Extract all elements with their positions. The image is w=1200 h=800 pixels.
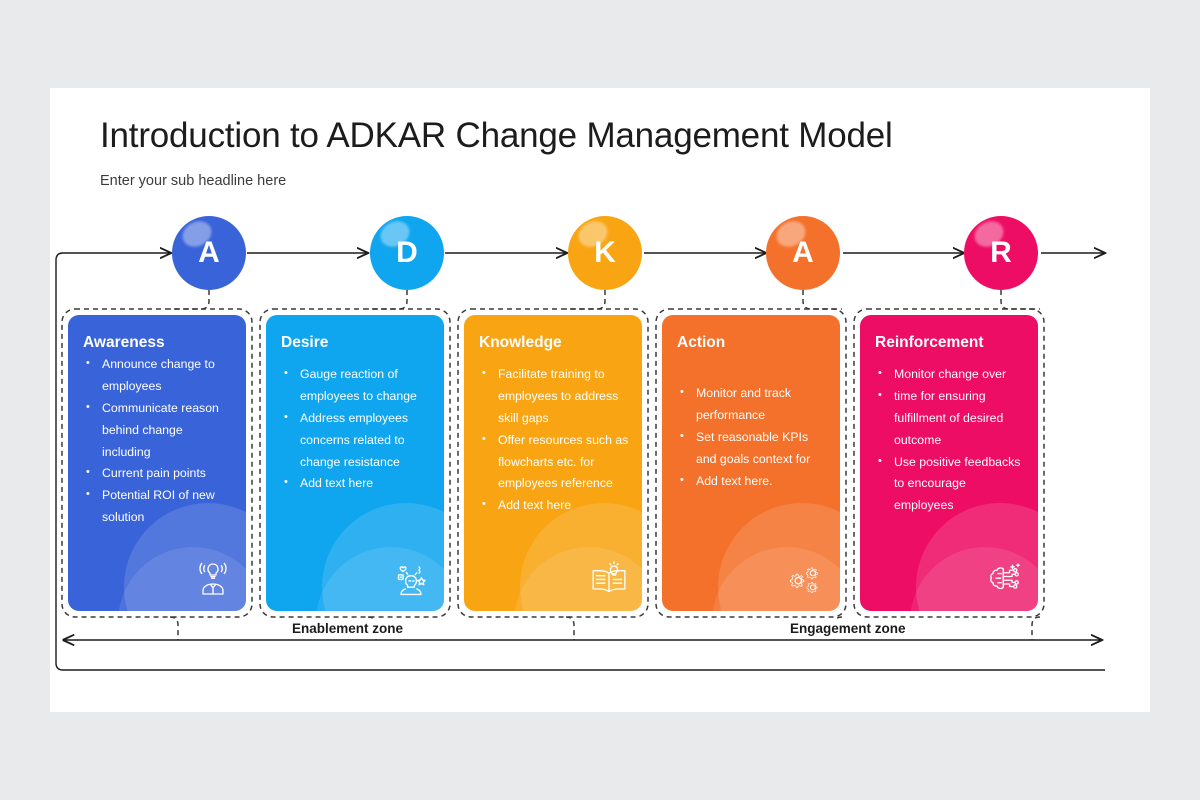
node-letter: D: [396, 236, 418, 269]
outer-frame-bottom: [55, 662, 1105, 671]
card-reinforcement[interactable]: Reinforcement Monitor change over time f…: [860, 315, 1038, 611]
page-subtitle: Enter your sub headline here: [100, 173, 287, 189]
list-item: Use positive feedbacks to encourage empl…: [874, 452, 1026, 518]
node-letter: R: [990, 236, 1012, 269]
list-item: Announce change to employees: [82, 354, 234, 398]
stem-4: [802, 290, 842, 310]
reinforcement-brain-circuit-icon: [985, 559, 1025, 599]
card-title: Reinforcement: [875, 334, 984, 351]
node-letter: A: [792, 236, 814, 269]
node-r-reinforcement[interactable]: R: [964, 216, 1038, 290]
desire-person-emotions-icon: [391, 559, 431, 599]
list-item: Add text here: [478, 495, 630, 517]
stem-5: [1000, 290, 1040, 310]
zone-label-enablement: Enablement zone: [283, 621, 413, 636]
list-item: Gauge reaction of employees to change: [280, 364, 432, 408]
list-item: Add text here.: [676, 471, 828, 493]
card-knowledge[interactable]: Knowledge Facilitate training to employe…: [464, 315, 642, 611]
node-k-knowledge[interactable]: K: [568, 216, 642, 290]
list-item: time for ensuring fulfillment of desired…: [874, 386, 1026, 452]
list-item: Communicate reason behind change includi…: [82, 398, 234, 464]
zone-stem-3: [565, 616, 575, 640]
knowledge-book-bulb-icon: [589, 559, 629, 599]
node-letter: K: [594, 236, 616, 269]
list-item: Current pain points: [82, 463, 234, 485]
list-item: Add text here: [280, 473, 432, 495]
node-a-action[interactable]: A: [766, 216, 840, 290]
card-bullets: Monitor and track performance Set reason…: [662, 352, 840, 492]
list-item: Monitor change over: [874, 364, 1026, 386]
card-title: Knowledge: [479, 334, 562, 351]
node-letter: A: [198, 236, 220, 269]
list-item: Potential ROI of new solution: [82, 485, 234, 529]
card-title: Action: [677, 334, 726, 351]
page-title: Introduction to ADKAR Change Management …: [100, 116, 893, 155]
list-item: Address employees concerns related to ch…: [280, 408, 432, 474]
card-title: Awareness: [83, 334, 165, 351]
card-desire[interactable]: Desire Gauge reaction of employees to ch…: [266, 315, 444, 611]
list-item: Facilitate training to employees to addr…: [478, 364, 630, 430]
stem-3: [566, 290, 606, 310]
list-item: Set reasonable KPIs and goals context fo…: [676, 427, 828, 471]
card-title: Desire: [281, 334, 329, 351]
list-item: Offer resources such as flowcharts etc. …: [478, 430, 630, 496]
card-bullets: Monitor change over time for ensuring fu…: [860, 352, 1038, 517]
slide-canvas: Introduction to ADKAR Change Management …: [50, 88, 1150, 712]
card-action[interactable]: Action Monitor and track performance Set…: [662, 315, 840, 611]
action-gears-icon: [787, 559, 827, 599]
card-awareness[interactable]: Awareness Announce change to employees C…: [68, 315, 246, 611]
card-bullets: Facilitate training to employees to addr…: [464, 352, 642, 517]
stem-1: [170, 290, 210, 310]
node-d-desire[interactable]: D: [370, 216, 444, 290]
list-item: Monitor and track performance: [676, 383, 828, 427]
card-bullets: Gauge reaction of employees to change Ad…: [266, 352, 444, 495]
zone-label-engagement: Engagement zone: [781, 621, 915, 636]
awareness-person-bulb-icon: [193, 559, 233, 599]
node-a-awareness[interactable]: A: [172, 216, 246, 290]
zone-stem-5: [1031, 616, 1041, 640]
zone-stem-1: [169, 616, 179, 640]
card-bullets: Announce change to employees Communicate…: [68, 352, 246, 529]
stem-2: [368, 290, 408, 310]
